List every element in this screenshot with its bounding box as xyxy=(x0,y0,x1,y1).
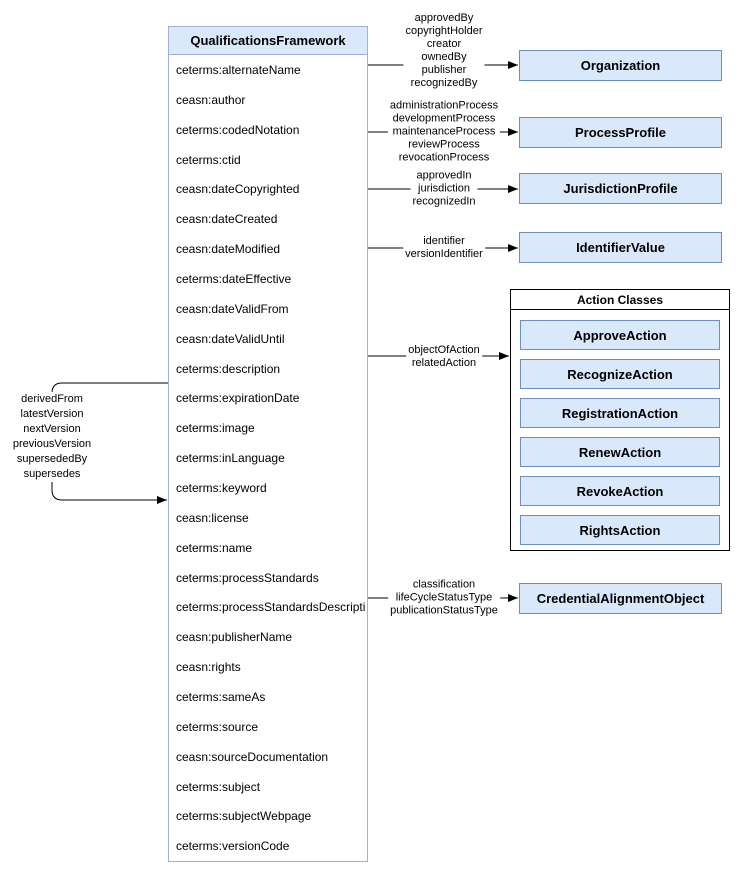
identifier-value-node: IdentifierValue xyxy=(519,232,722,263)
edge-label-line: previousVersion xyxy=(12,438,92,450)
property-row: ceterms:processStandardsDescripti xyxy=(176,600,366,615)
edge-label-line: publicationStatusType xyxy=(390,604,498,617)
edge-label-line: revocationProcess xyxy=(398,151,490,164)
edge-label-line: recognizedIn xyxy=(412,195,476,208)
action-class-node: RenewAction xyxy=(520,437,720,467)
edge-label-line: classification xyxy=(412,578,476,591)
property-row: ceterms:subject xyxy=(176,779,261,794)
edge-label-line: creator xyxy=(426,38,462,50)
action-classes-title: Action Classes xyxy=(511,290,729,310)
qualifications-framework-title: QualificationsFramework xyxy=(169,27,367,55)
edge-label-line: approvedBy xyxy=(414,12,474,24)
property-row: ceterms:keyword xyxy=(176,480,267,495)
edge-label-line: derivedFrom xyxy=(21,393,83,405)
property-row: ceasn:dateValidFrom xyxy=(176,301,289,316)
edge-label-line: supersedes xyxy=(23,468,81,480)
edge-label-line: objectOfAction xyxy=(408,344,480,356)
property-row: ceterms:description xyxy=(176,361,281,376)
property-row: ceterms:versionCode xyxy=(176,839,290,854)
property-row: ceterms:sameAs xyxy=(176,689,266,704)
process-profile-node: ProcessProfile xyxy=(519,117,722,148)
property-row: ceasn:sourceDocumentation xyxy=(176,749,329,764)
edge-label-line: nextVersion xyxy=(23,423,81,435)
property-row: ceasn:dateValidUntil xyxy=(176,331,285,346)
edge-labels-self-reference: derivedFrom latestVersion nextVersion previ… xyxy=(10,392,94,482)
edge-label-line: lifeCycleStatusType xyxy=(395,591,493,604)
property-row: ceterms:image xyxy=(176,421,255,436)
edge-label-line: recognizedBy xyxy=(410,77,478,89)
property-row: ceasn:dateModified xyxy=(176,242,281,257)
edge-label-line: ownedBy xyxy=(421,51,467,63)
action-classes-list: ApproveAction RecognizeAction Registrati… xyxy=(511,310,729,550)
edge-label-line: supersededBy xyxy=(16,453,88,465)
property-row: ceterms:codedNotation xyxy=(176,122,300,137)
edge-label-line: versionIdentifier xyxy=(405,248,483,260)
property-row: ceasn:dateCopyrighted xyxy=(176,182,300,197)
action-classes-container: Action Classes ApproveAction RecognizeAc… xyxy=(510,289,730,551)
qualifications-framework-node: QualificationsFramework ceterms:alternat… xyxy=(168,26,368,862)
action-class-node: RevokeAction xyxy=(520,476,720,506)
action-class-node: ApproveAction xyxy=(520,320,720,350)
property-row: ceasn:dateCreated xyxy=(176,212,278,227)
property-row: ceasn:rights xyxy=(176,660,241,675)
property-row: ceterms:source xyxy=(176,719,259,734)
property-row: ceasn:author xyxy=(176,92,246,107)
property-row: ceterms:expirationDate xyxy=(176,391,300,406)
edge-label-line: maintenanceProcess xyxy=(392,125,496,138)
property-row: ceterms:dateEffective xyxy=(176,271,292,286)
edge-label-line: identifier xyxy=(423,235,465,247)
edge-label-line: administrationProcess xyxy=(389,99,499,112)
property-row: ceterms:name xyxy=(176,540,253,555)
organization-node: Organization xyxy=(519,50,722,81)
property-row: ceasn:publisherName xyxy=(176,630,293,645)
action-class-node: RightsAction xyxy=(520,515,720,545)
edge-label-line: approvedIn xyxy=(416,169,472,182)
action-class-node: RegistrationAction xyxy=(520,398,720,428)
edge-label-line: relatedAction xyxy=(411,357,477,369)
property-row: ceterms:inLanguage xyxy=(176,451,285,466)
edge-label-line: jurisdiction xyxy=(418,182,470,195)
jurisdiction-profile-node: JurisdictionProfile xyxy=(519,173,722,204)
property-row: ceterms:subjectWebpage xyxy=(176,809,312,824)
credential-alignment-object-node: CredentialAlignmentObject xyxy=(519,583,722,614)
edge-label-line: reviewProcess xyxy=(408,138,480,151)
edge-label-line: copyrightHolder xyxy=(405,25,483,37)
property-list: ceterms:alternateName ceasn:author ceter… xyxy=(169,55,367,861)
property-row: ceasn:license xyxy=(176,510,249,525)
property-row: ceterms:processStandards xyxy=(176,570,319,585)
property-row: ceterms:alternateName xyxy=(176,62,301,77)
edge-label-line: publisher xyxy=(421,64,467,76)
property-row: ceterms:ctid xyxy=(176,152,241,167)
action-class-node: RecognizeAction xyxy=(520,359,720,389)
edge-label-line: developmentProcess xyxy=(392,112,496,125)
edge-label-line: latestVersion xyxy=(20,408,84,420)
